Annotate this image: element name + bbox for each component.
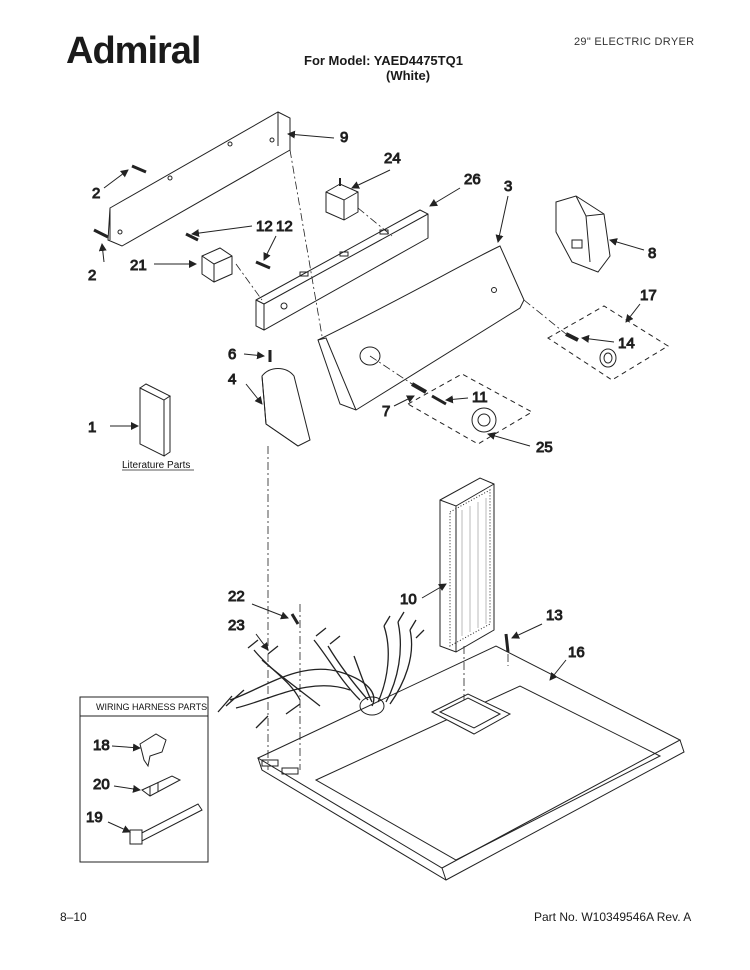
knob-group-25 — [406, 373, 534, 445]
callout-16: 16 — [568, 644, 585, 661]
wiring-harness-part — [217, 611, 425, 729]
model-number: For Model: YAED4475TQ1 — [304, 53, 463, 68]
end-cap-part — [555, 195, 611, 273]
lint-screen-part — [439, 477, 495, 653]
console-part — [317, 245, 525, 411]
switch-part — [185, 232, 271, 283]
callout-19: 19 — [86, 809, 103, 826]
callout-4: 4 — [228, 371, 236, 388]
callout-2: 2 — [92, 185, 100, 202]
wiring-box-title: WIRING HARNESS PARTS — [96, 702, 207, 712]
product-type: 29" ELECTRIC DRYER — [574, 36, 695, 48]
callout-24: 24 — [384, 150, 401, 167]
literature-part — [139, 383, 171, 457]
callout-25: 25 — [536, 439, 553, 456]
callout-8: 8 — [648, 245, 656, 262]
callout-7: 7 — [382, 403, 390, 420]
callout-9: 9 — [340, 129, 348, 146]
callout-12: 12 — [256, 218, 273, 235]
callout-1: 1 — [88, 419, 96, 436]
page-number: 8–10 — [60, 910, 87, 924]
control-bracket-part — [255, 209, 429, 331]
screw-part — [93, 164, 147, 239]
callout-14: 14 — [618, 335, 635, 352]
callout-leaders — [98, 130, 645, 681]
callout-26: 26 — [464, 171, 481, 188]
literature-parts-label: Literature Parts — [122, 460, 190, 471]
callout-22: 22 — [228, 588, 245, 605]
knob-group-17 — [547, 305, 669, 381]
callout-12: 12 — [276, 218, 293, 235]
callout-18: 18 — [93, 737, 110, 754]
callout-10: 10 — [400, 591, 417, 608]
brand-logo: Admiral — [66, 30, 201, 72]
wiring-harness-parts-box: WIRING HARNESS PARTS 18 20 19 — [79, 696, 209, 863]
callout-3: 3 — [504, 178, 512, 195]
callout-11: 11 — [472, 389, 488, 406]
rear-panel-part — [107, 111, 291, 247]
callout-2: 2 — [88, 267, 96, 284]
timer-part — [325, 178, 359, 221]
screw-part — [504, 633, 510, 653]
callout-6: 6 — [228, 346, 236, 363]
callout-13: 13 — [546, 607, 563, 624]
callout-17: 17 — [640, 287, 657, 304]
top-panel-part — [256, 645, 685, 881]
callout-21: 21 — [130, 257, 147, 274]
side-panel-part — [261, 350, 311, 447]
model-color: (White) — [386, 68, 431, 83]
assembly-guide-lines — [235, 149, 567, 770]
document-part-number: Part No. W10349546A Rev. A — [534, 910, 692, 924]
callout-20: 20 — [93, 776, 110, 793]
callout-23: 23 — [228, 617, 245, 634]
